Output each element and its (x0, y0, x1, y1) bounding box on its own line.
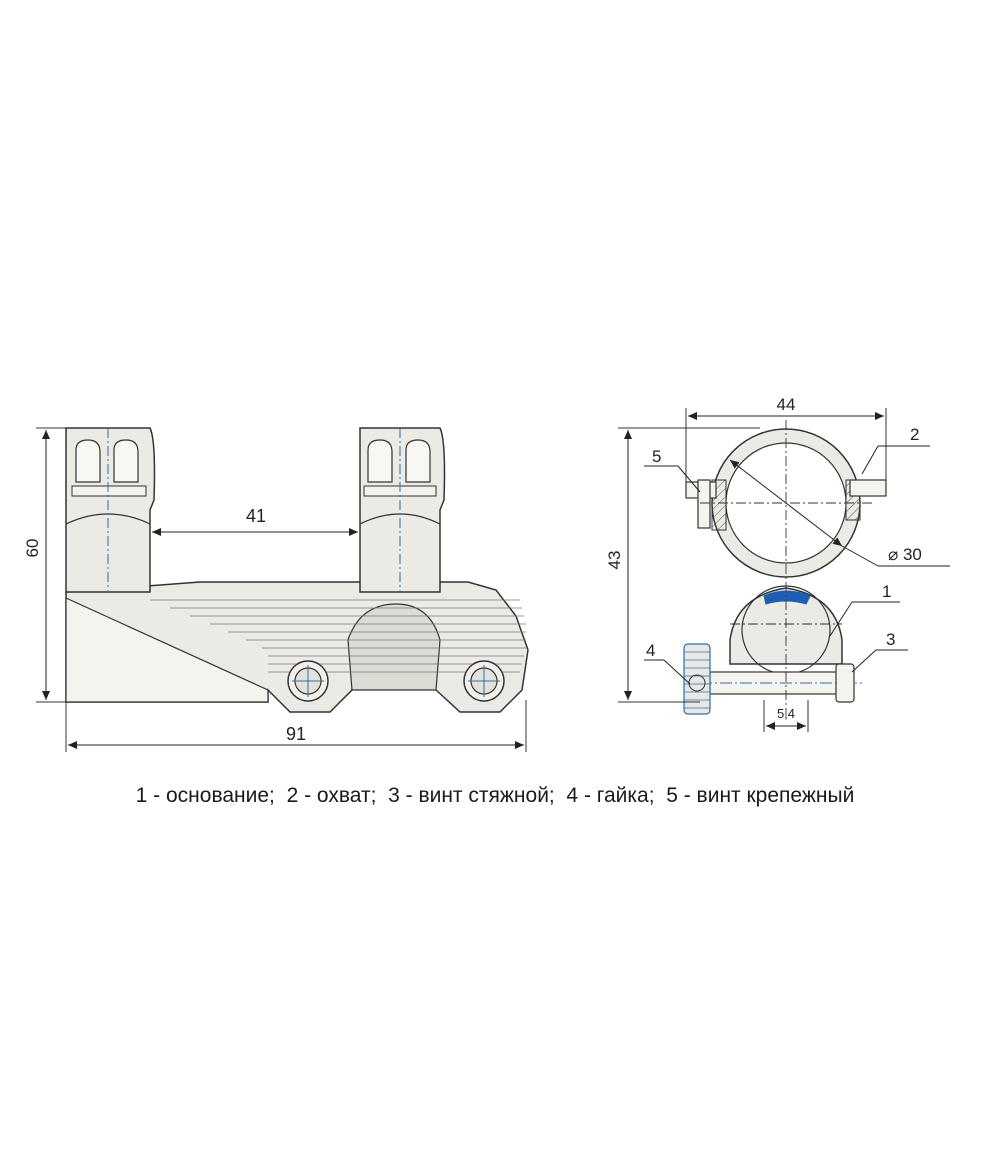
callout-2: 2 (861, 425, 930, 475)
dim-side-height: 60 (23, 427, 66, 703)
svg-text:4: 4 (646, 641, 655, 660)
dim-screw-offset-label: 5,4 (777, 706, 795, 721)
dim-overall-length: 91 (65, 700, 527, 752)
mounting-screw (697, 479, 711, 529)
dim-overall-length-label: 91 (286, 724, 306, 744)
nut (683, 643, 711, 715)
tie-screw-head (835, 663, 855, 703)
dim-ring-diameter-label: ⌀ 30 (888, 545, 922, 564)
dim-ring-spacing-label: 41 (246, 506, 266, 526)
dim-ring-spacing: 41 (152, 506, 358, 536)
dim-side-height-label: 60 (23, 539, 42, 558)
dim-total-height: 43 (605, 427, 760, 703)
dim-ring-width-label: 44 (777, 395, 796, 414)
parts-legend: 1 - основание; 2 - охват; 3 - винт стяжн… (135, 784, 855, 807)
svg-text:1: 1 (882, 582, 891, 601)
dim-screw-offset: 5,4 (763, 700, 809, 732)
dim-total-height-label: 43 (605, 551, 624, 570)
base-screw-left (287, 660, 329, 702)
dim-ring-width: 44 (685, 395, 887, 482)
svg-text:5: 5 (652, 447, 661, 466)
dim-ring-diameter: ⌀ 30 (729, 459, 950, 567)
side-view: 60 41 91 (23, 427, 529, 752)
callout-4: 4 (644, 641, 691, 685)
callout-3: 3 (851, 630, 908, 673)
svg-text:3: 3 (886, 630, 895, 649)
base-slope (65, 597, 269, 703)
callout-1: 1 (829, 582, 900, 637)
svg-text:2: 2 (910, 425, 919, 444)
callout-5: 5 (644, 447, 701, 493)
front-view: 44 43 ⌀ 30 5,4 5 (605, 395, 950, 732)
base-arch (347, 603, 441, 691)
base-screw-right (463, 660, 505, 702)
